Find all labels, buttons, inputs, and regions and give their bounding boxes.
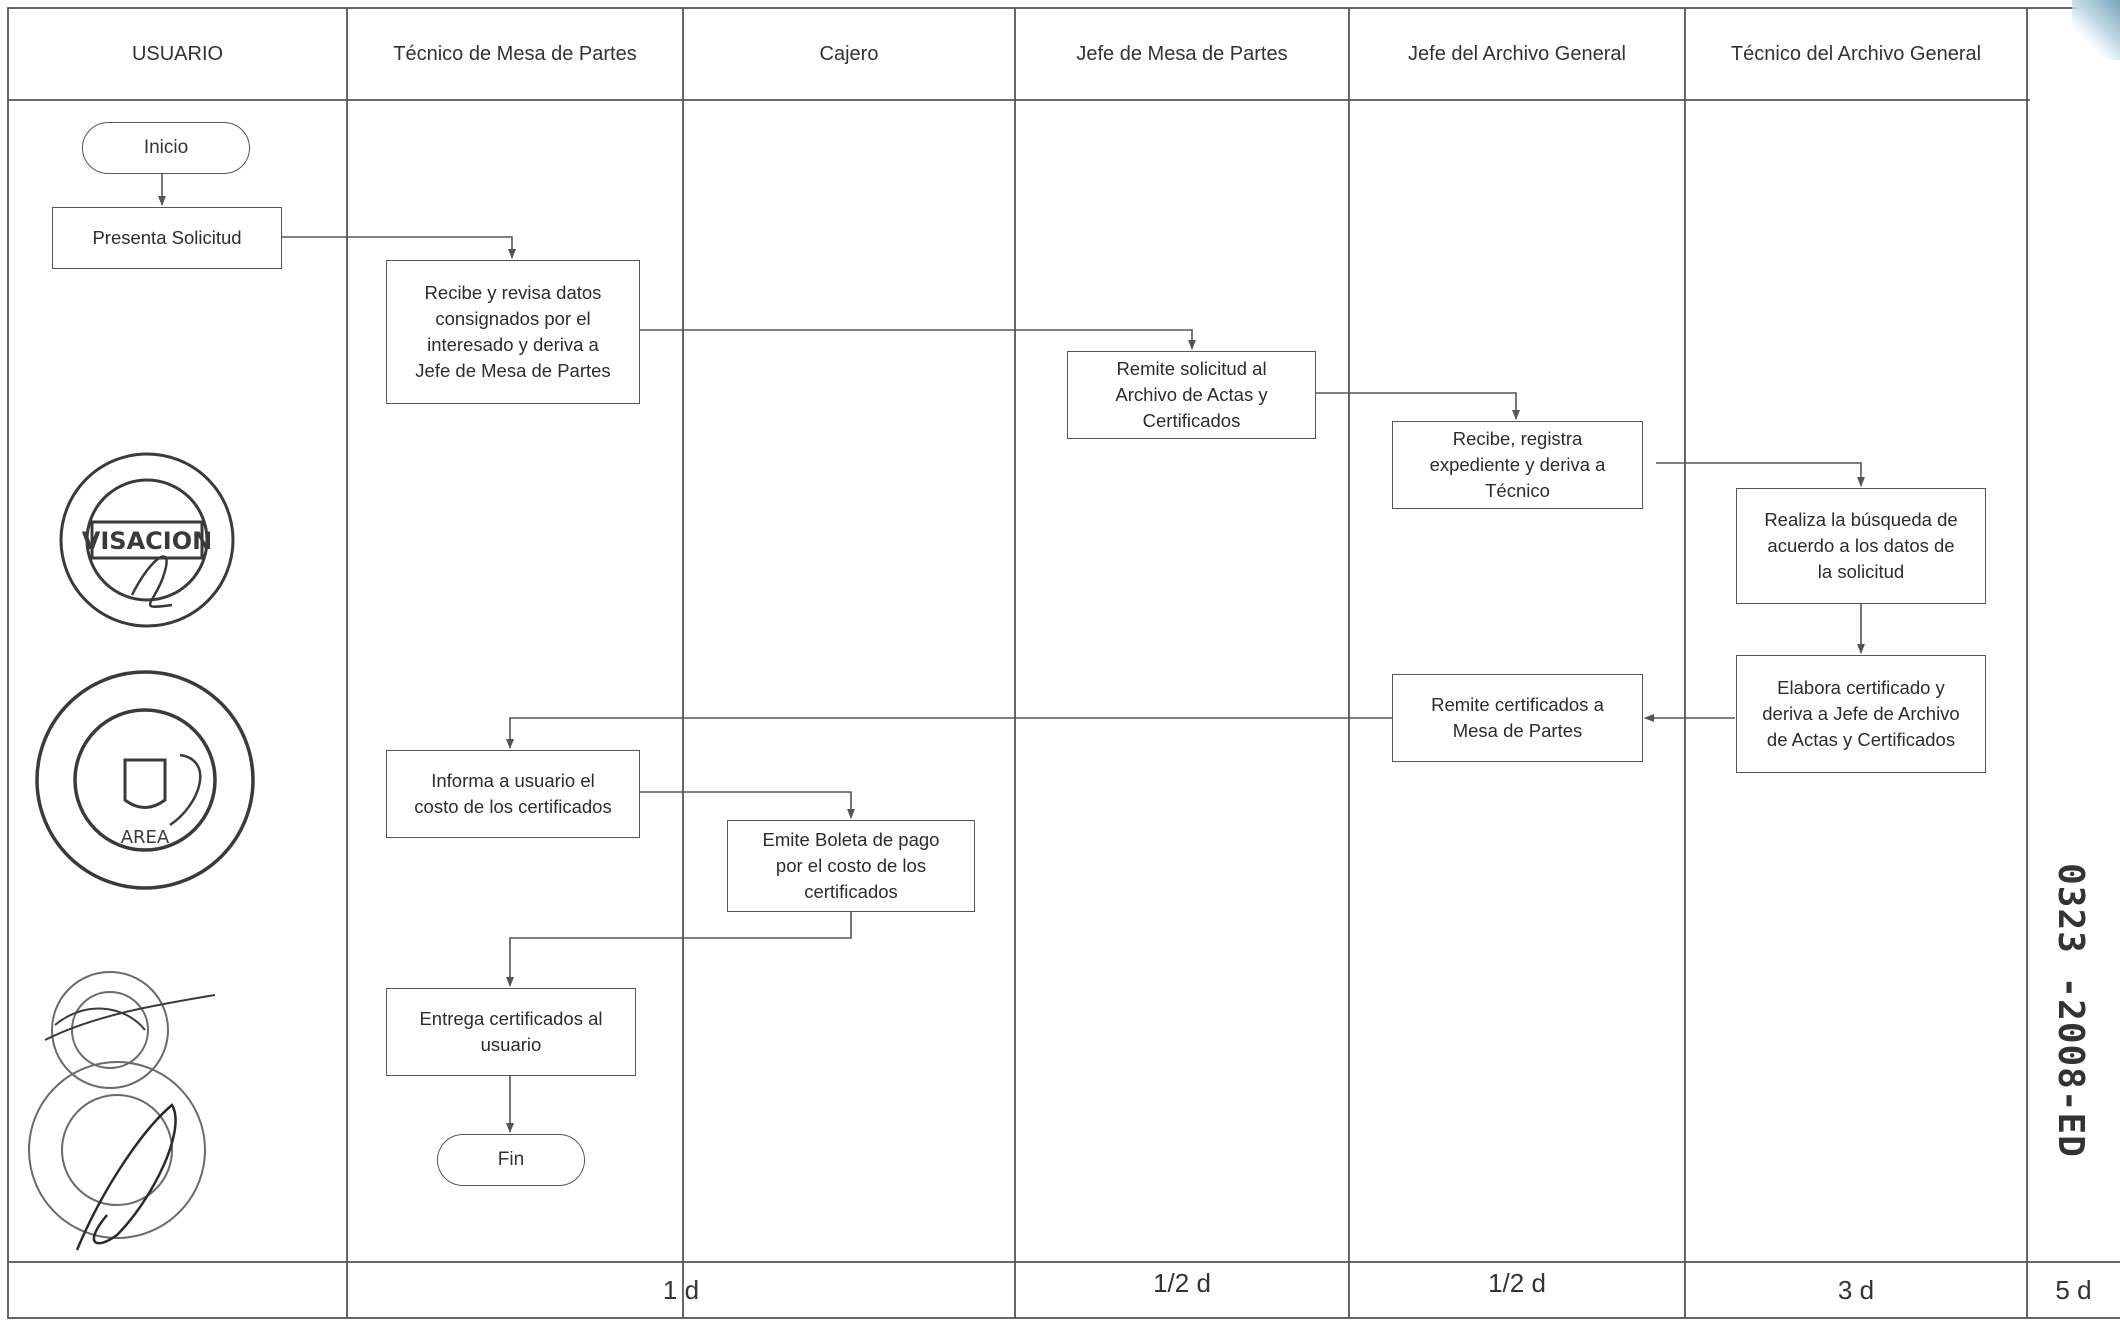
lane-header-jefe-archivo: Jefe del Archivo General <box>1408 42 1626 65</box>
step-recibe-revisa: Recibe y revisa datos consignados por el… <box>386 260 640 404</box>
duration-total: 5 d <box>2055 1274 2092 1305</box>
arrow-informa-emite <box>639 791 855 819</box>
lane-header-tecnico-mesa: Técnico de Mesa de Partes <box>393 42 637 65</box>
stamp-tramite-documentario: VISACION <box>59 452 235 628</box>
lane-header-cajero: Cajero <box>819 42 879 65</box>
arrow-emite-entrega <box>506 912 852 987</box>
arrow-recibe-remite <box>639 329 1196 350</box>
step-presenta-solicitud: Presenta Solicitud <box>52 207 282 269</box>
page-corner-fold <box>2072 0 2120 60</box>
svg-text:AREA: AREA <box>121 827 170 848</box>
duration-tecnico-archivo: 3 d <box>1837 1274 1875 1305</box>
step-remite-solicitud: Remite solicitud al Archivo de Actas y C… <box>1067 351 1316 439</box>
stamp-ministerio-visacion <box>28 1061 206 1251</box>
stamp-organizacion-visacion <box>44 971 215 1089</box>
duration-jefe-mesa: 1/2 d <box>1153 1267 1211 1298</box>
step-realiza-busqueda: Realiza la búsqueda de acuerdo a los dat… <box>1736 488 1986 604</box>
svg-text:VISACION: VISACION <box>82 527 212 555</box>
arrow-remite-registra <box>1311 392 1520 420</box>
step-informa-costo: Informa a usuario el costo de los certif… <box>386 750 640 838</box>
step-elabora-certificado: Elabora certificado y deriva a Jefe de A… <box>1736 655 1986 773</box>
lane-header-jefe-mesa: Jefe de Mesa de Partes <box>1076 42 1288 65</box>
step-entrega-certificados: Entrega certificados al usuario <box>386 988 636 1076</box>
end-terminal: Fin <box>437 1134 585 1186</box>
lane-header-tecnico-archivo: Técnico del Archivo General <box>1730 42 1982 65</box>
stamp-ministerio-educacion: AREA <box>35 670 255 890</box>
step-emite-boleta: Emite Boleta de pago por el costo de los… <box>727 820 975 912</box>
step-recibe-registra: Recibe, registra expediente y deriva a T… <box>1392 421 1643 509</box>
arrow-remitecert-informa <box>506 717 1392 749</box>
arrow-presenta-recibe <box>281 236 516 259</box>
start-terminal: Inicio <box>82 122 250 174</box>
step-remite-certificados: Remite certificados a Mesa de Partes <box>1392 674 1643 762</box>
arrow-registra-busqueda <box>1656 462 1865 487</box>
duration-jefe-archivo: 1/2 d <box>1488 1267 1546 1298</box>
duration-tecnico-mesa: 1 d <box>662 1274 700 1305</box>
document-code: 0323 -2008-ED <box>2049 862 2091 1158</box>
lane-header-usuario: USUARIO <box>131 42 224 65</box>
